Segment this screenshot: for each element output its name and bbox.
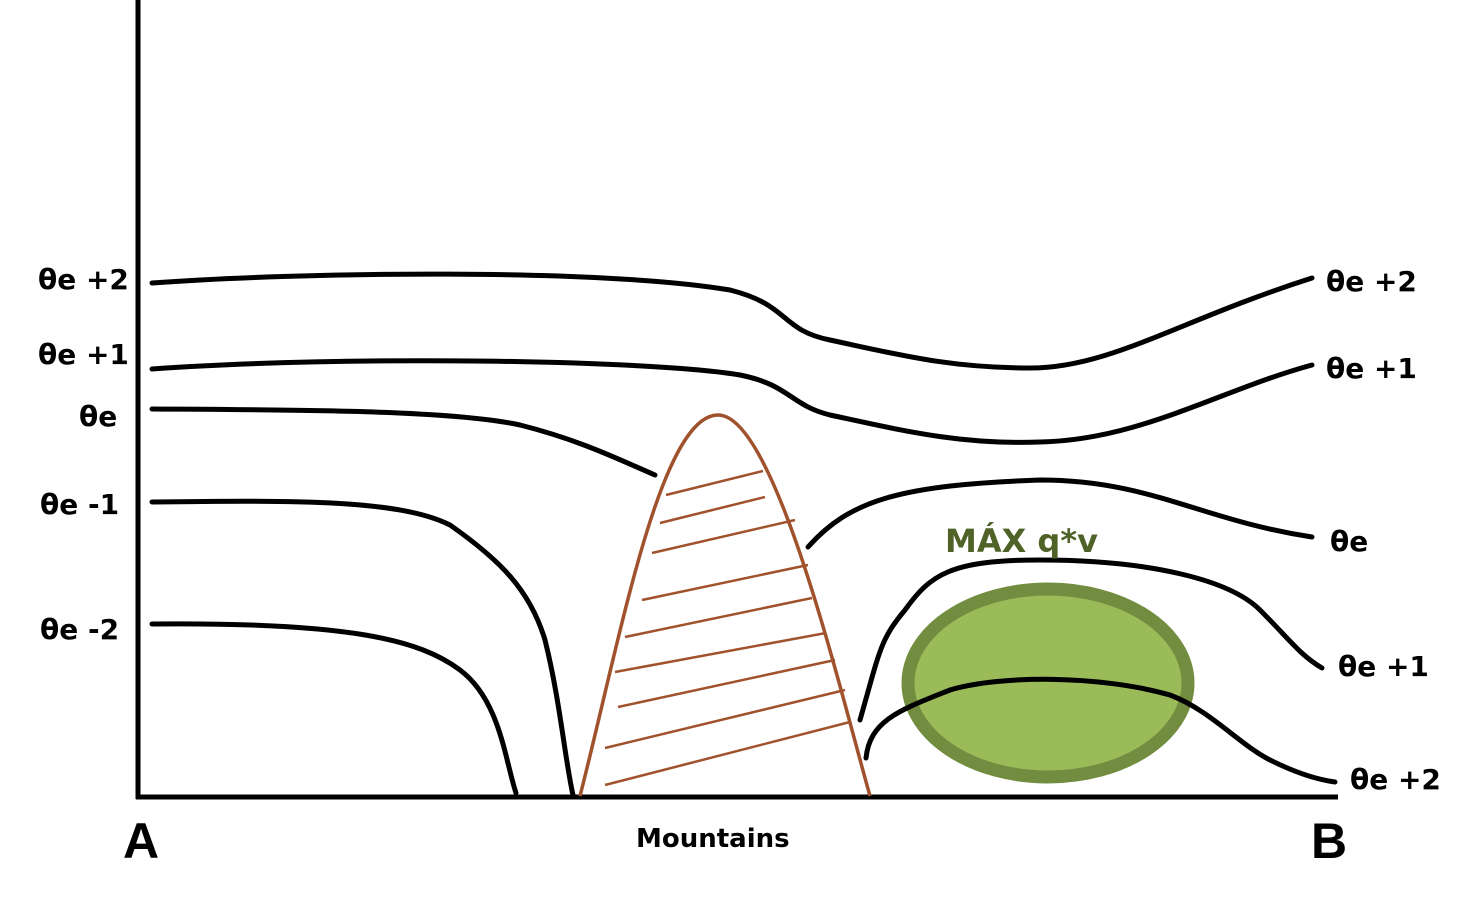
right-label-theta-e-plus1-upper: θe +1 bbox=[1326, 352, 1417, 385]
mountains-label: Mountains bbox=[636, 824, 790, 854]
max-qv-label: MÁX q*v bbox=[945, 522, 1098, 560]
isoline-theta-e-plus2-upper bbox=[149, 271, 1315, 371]
isoline-theta-e-left bbox=[149, 406, 658, 478]
isoline-theta-e-minus1 bbox=[149, 498, 576, 798]
left-label-theta-e-plus1: θe +1 bbox=[38, 338, 129, 371]
max-qv-ellipse bbox=[901, 582, 1195, 784]
right-label-theta-e-plus2-upper: θe +2 bbox=[1326, 265, 1417, 298]
mountain bbox=[578, 413, 872, 797]
left-label-theta-e-plus2: θe +2 bbox=[38, 263, 129, 296]
left-label-theta-e: θe bbox=[79, 400, 117, 433]
isoline-theta-e-plus1-upper bbox=[149, 358, 1315, 445]
left-label-theta-e-minus1: θe -1 bbox=[40, 488, 119, 521]
point-b-label: B bbox=[1311, 813, 1347, 869]
isoline-theta-e-plus1-lower bbox=[857, 557, 1325, 723]
left-label-theta-e-minus2: θe -2 bbox=[40, 613, 119, 646]
point-a-label: A bbox=[123, 813, 159, 869]
isoline-theta-e-right bbox=[805, 477, 1315, 550]
right-label-theta-e: θe bbox=[1330, 525, 1368, 558]
right-label-theta-e-plus1-lower: θe +1 bbox=[1338, 650, 1429, 683]
right-label-theta-e-plus2-lower: θe +2 bbox=[1350, 763, 1441, 796]
isoline-theta-e-plus2-lower bbox=[863, 676, 1338, 785]
isoline-theta-e-minus2 bbox=[149, 621, 519, 796]
